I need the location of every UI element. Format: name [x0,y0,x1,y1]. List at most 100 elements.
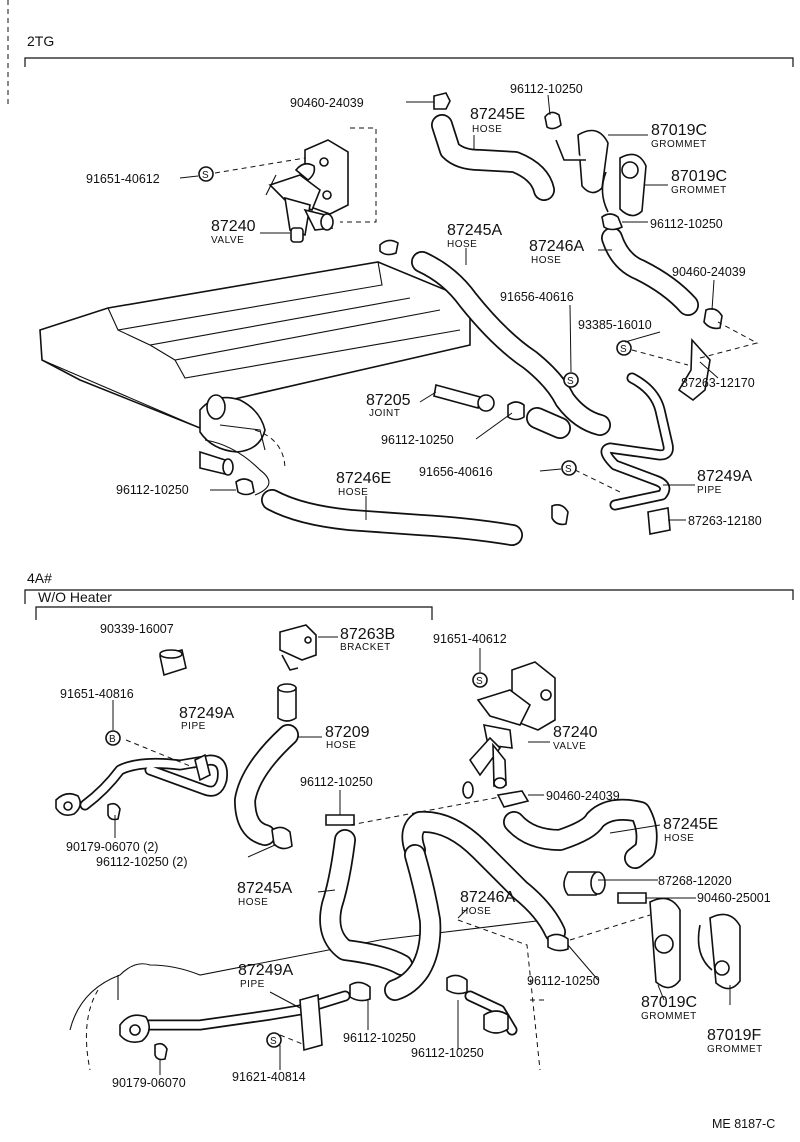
part-name: PIPE [697,485,722,496]
part-number: 87240 [211,218,256,235]
s-marker-text: S [270,1036,277,1047]
part-number: 87268-12020 [658,874,732,888]
section-2tg-frame: 2TG [7,0,794,108]
part-number: 96112-10250 [510,82,583,96]
part-number: 91656-40616 [419,465,493,479]
s-marker [561,460,577,476]
s-marker [266,1032,282,1048]
clamps-bottom [107,790,647,1061]
s-marker [198,166,214,182]
part-number: 90179-06070 (2) [66,840,158,854]
part-number: 87245A [447,222,502,239]
part-name: GROMMET [641,1011,697,1022]
part-name: PIPE [240,979,265,990]
part-number: 87249A [697,468,752,485]
part-number: 87019C [641,994,697,1011]
hose-87246a-bottom [384,810,566,1001]
part-name: HOSE [447,239,477,250]
diagram-code: ME 8187-C [712,1117,775,1131]
part-number: 87245E [470,106,525,123]
part-number: 96112-10250 (2) [96,855,188,869]
part-number: 87019F [707,1027,761,1044]
part-number: 90179-06070 [112,1076,186,1090]
part-number: 87249A [179,705,234,722]
part-number: 91621-40814 [232,1070,306,1084]
pipe-stub-lower-right [464,990,518,1036]
part-number: 93385-16010 [578,318,652,332]
without-heater-label: W/O Heater [38,589,112,605]
section-4a-frame: 4A# W/O Heater [24,570,794,620]
s-marker-text: S [476,676,483,687]
part-name: PIPE [181,721,206,732]
part-number: 91651-40612 [86,172,160,186]
section-2tg-label: 2TG [27,33,54,49]
part-number: 90460-24039 [546,789,620,803]
part-number: 87246A [460,889,515,906]
pipe-87249a-bottom-upper [55,753,228,816]
part-number: 91656-40616 [500,290,574,304]
part-name: HOSE [531,255,561,266]
s-markers: S S S S S S B [105,166,632,1048]
pipe-87249a-bottom-lower [119,990,351,1052]
grommets-bottom [649,897,741,990]
part-number: 87209 [325,724,370,741]
dashed-assembly-lines-top [214,127,759,493]
part-name: VALVE [211,235,244,246]
b-marker-text: B [109,734,116,745]
s-marker [472,672,488,688]
part-number: 87019C [651,122,707,139]
hose-87246a-top [601,227,699,316]
part-number: 96112-10250 [116,483,189,497]
part-name: HOSE [461,906,491,917]
sleeve-90339-16007 [159,649,187,677]
part-name: GROMMET [651,139,707,150]
part-number: 87263-12180 [688,514,762,528]
part-name: GROMMET [707,1044,763,1055]
part-number: 96112-10250 [411,1046,484,1060]
part-name: JOINT [369,408,400,419]
part-number: 90460-24039 [672,265,746,279]
part-number: 96112-10250 [381,433,454,447]
part-number: 87263-12170 [681,376,755,390]
section-4a-label: 4A# [27,570,52,586]
hose-87209 [234,724,299,846]
dashed-assembly-lines-bottom [125,739,651,1071]
part-name: GROMMET [671,185,727,196]
part-number: 96112-10250 [300,775,373,789]
s-marker-text: S [620,344,627,355]
clamps-top [235,92,723,526]
hose-87245a-bottom [319,829,413,976]
labels-top: 90460-24039 96112-10250 87245E HOSE 8701… [86,82,762,528]
b-marker [105,730,121,746]
grommets-top [555,129,647,217]
part-name: HOSE [238,897,268,908]
part-number: 87245E [663,816,718,833]
labels-bottom: 90339-16007 87263B BRACKET 91651-40612 9… [60,622,771,1090]
heater-valve-2tg [265,139,349,243]
pipe-87249a-top [600,372,674,511]
part-number: 87240 [553,724,598,741]
hose-stub-87263b [277,683,297,722]
s-marker [563,372,579,388]
part-number: 87263B [340,626,395,643]
s-marker-text: S [567,376,574,387]
part-name: BRACKET [340,642,391,653]
part-number: 96112-10250 [650,217,723,231]
part-number: 87245A [237,880,292,897]
s-marker-text: S [565,464,572,475]
part-number: 96112-10250 [527,974,600,988]
part-number: 87246E [336,470,391,487]
hose-87246e-top [261,489,523,546]
hose-87268-12020 [563,871,606,896]
part-number: 90460-24039 [290,96,364,110]
part-number: 90339-16007 [100,622,174,636]
part-name: HOSE [326,740,356,751]
part-number: 87246A [529,238,584,255]
part-number: 96112-10250 [343,1031,416,1045]
bracket-87263b [279,624,317,671]
part-name: HOSE [664,833,694,844]
part-number: 87249A [238,962,293,979]
part-number: 87205 [366,392,411,409]
